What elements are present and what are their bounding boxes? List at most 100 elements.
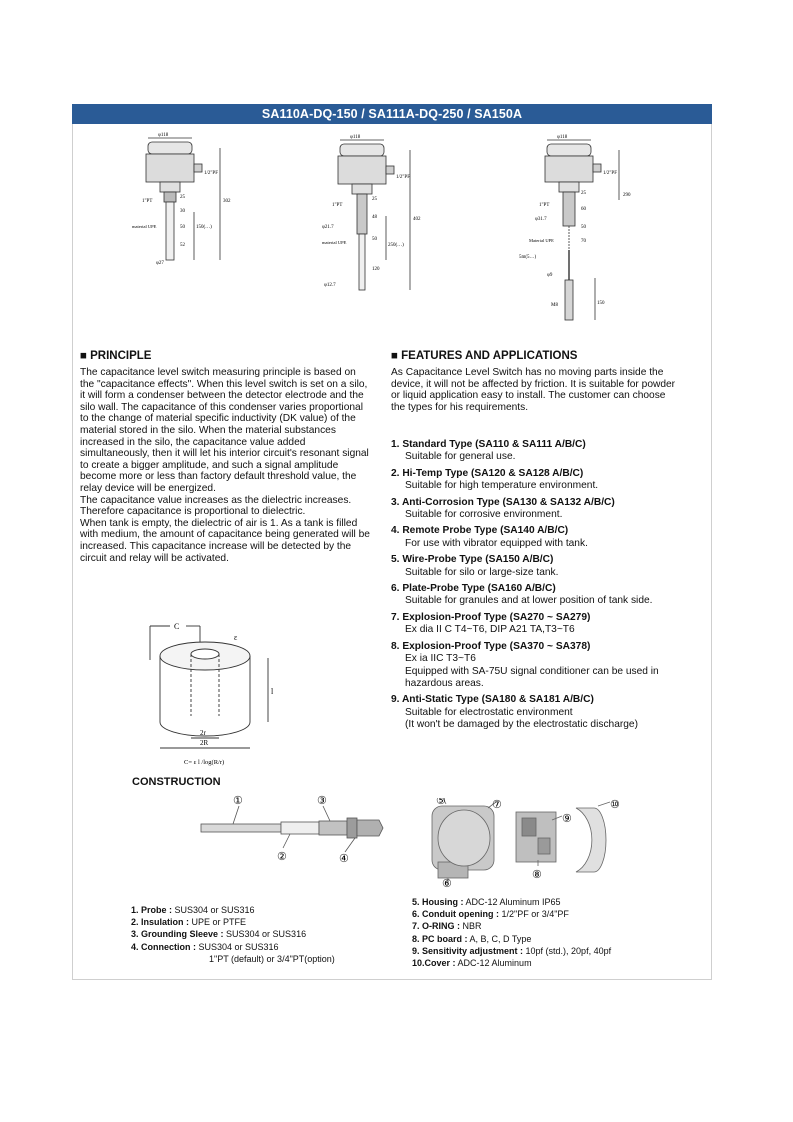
feature-item: 7. Explosion-Proof Type (SA270 ~ SA279)E… (391, 612, 691, 637)
dim-c4: 52 (180, 243, 186, 248)
dim-pt: 1"PT (142, 199, 152, 204)
principle-heading: ■ PRINCIPLE (80, 350, 152, 362)
dim-total: 302 (223, 199, 231, 204)
dimension-drawing-sa111: φ118 1/2"PF 1"PT 25 48 φ21.7 50 250(…) m… (322, 135, 421, 291)
part-value: 10pf (std.), 20pf, 40pf (523, 945, 612, 956)
dim-material: material UPE (132, 224, 157, 229)
feature-desc: Suitable for high temperature environmen… (405, 480, 599, 492)
dim-pf: 1/2"PF (603, 171, 617, 176)
dim-c2: 30 (180, 209, 186, 214)
part-value: NBR (460, 921, 482, 932)
dim-pf: 1/2"PF (396, 175, 410, 180)
part-label: 3. Grounding Sleeve : (131, 929, 224, 940)
part-label: 7. O-RING : (412, 921, 461, 932)
feature-item: 4. Remote Probe Type (SA140 A/B/C)For us… (391, 525, 691, 550)
cyl-c-label: C (174, 622, 179, 631)
housing-exploded-drawing: ⑤ ⑦ ⑨ ⑧ ⑥ ⑩ (431, 798, 620, 888)
part-value: SUS304 or SUS316 (223, 929, 307, 940)
principle-text: The capacitance level switch measuring p… (80, 367, 370, 564)
part-label: 2. Insulation : (131, 917, 190, 928)
callout-9: ⑨ (562, 813, 572, 825)
cyl-epsilon-label: ε (234, 633, 238, 642)
feature-item: 9. Anti-Static Type (SA180 & SA181 A/B/C… (391, 694, 691, 731)
feature-title: 7. Explosion-Proof Type (SA270 ~ SA279) (391, 611, 591, 623)
part-value: 1/2"PF or 3/4"PF (499, 909, 569, 920)
feature-item: 3. Anti-Corrosion Type (SA130 & SA132 A/… (391, 497, 691, 522)
datasheet-frame (72, 104, 712, 980)
page-banner-title: SA110A-DQ-150 / SA111A-DQ-250 / SA150A (72, 104, 712, 124)
capacitance-cylinder-diagram: C ε l 2r 2R C= ε l /log(R/r) (149, 622, 274, 766)
dim-c2: 48 (372, 215, 378, 220)
dimension-drawing-sa110: φ118 1/2"PF 1"PT 25 30 50 150(…) 52 302 … (132, 133, 231, 266)
dim-d21: φ21.7 (322, 225, 334, 230)
dim-tip: φ27 (156, 261, 164, 266)
callout-6: ⑥ (442, 878, 452, 888)
part-value: SUS304 or SUS316 (172, 905, 255, 915)
construction-parts-right: 5. Housing : ADC-12 Aluminum IP65 6. Con… (412, 896, 692, 969)
feature-desc: Suitable for general use. (405, 451, 516, 463)
feature-title: 2. Hi-Temp Type (SA120 & SA128 A/B/C) (391, 467, 584, 479)
callout-2: ② (277, 851, 287, 863)
dim-material: material UPE (322, 240, 347, 245)
dim-m8: M8 (551, 303, 558, 308)
feature-title: 4. Remote Probe Type (SA140 A/B/C) (391, 525, 569, 537)
feature-desc: Suitable for electrostatic environment (… (405, 706, 638, 731)
callout-4: ④ (339, 853, 349, 865)
callout-1: ① (233, 795, 243, 807)
part-item: 1. Probe : SUS304 or SUS316 (131, 904, 381, 916)
callout-7: ⑦ (492, 799, 502, 811)
feature-title: 6. Plate-Probe Type (SA160 A/B/C) (391, 583, 556, 595)
dim-length: 250(…) (388, 243, 404, 248)
part-label: 6. Conduit opening : (412, 909, 499, 920)
dim-tip: φ12.7 (324, 283, 336, 288)
dimension-drawing-sa150: φ118 1/2"PF 290 1"PT 25 60 φ31.7 50 Mate… (519, 135, 631, 321)
part-value: ADC-12 Aluminum IP65 (463, 897, 561, 907)
dim-total: 290 (623, 193, 631, 198)
dim-pf: 1/2"PF (204, 171, 218, 176)
dim-c3: 50 (372, 237, 378, 242)
feature-title: 1. Standard Type (SA110 & SA111 A/B/C) (391, 439, 586, 450)
dim-pt: 1"PT (539, 203, 549, 208)
dim-c1: 25 (581, 191, 587, 196)
dim-material: Material UPE (529, 238, 554, 243)
part-extra: 1"PT (default) or 3/4"PT(option) (209, 953, 335, 964)
feature-desc: Suitable for corrosive environment. (405, 509, 563, 521)
callout-5: ⑤ (436, 798, 446, 807)
feature-title: 3. Anti-Corrosion Type (SA130 & SA132 A/… (391, 496, 615, 508)
feature-desc: For use with vibrator equipped with tank… (405, 537, 588, 549)
part-item: 3. Grounding Sleeve : SUS304 or SUS316 (131, 928, 381, 940)
feature-item: 1. Standard Type (SA110 & SA111 A/B/C)Su… (391, 439, 691, 464)
callout-3: ③ (317, 795, 327, 807)
part-label: 4. Connection : (131, 941, 196, 952)
cyl-formula: C= ε l /log(R/r) (184, 759, 224, 766)
feature-desc: Suitable for silo or large-size tank. (405, 566, 559, 578)
dim-length: 150(…) (196, 225, 212, 230)
probe-assembly-drawing: ① ② ③ ④ (200, 795, 384, 865)
feature-title: 8. Explosion-Proof Type (SA370 ~ SA378) (391, 640, 591, 652)
feature-desc: Ex dia II C T4~T6, DIP A21 TA,T3~T6 (405, 624, 575, 636)
part-item: 9. Sensitivity adjustment : 10pf (std.),… (412, 945, 692, 957)
feature-list: 1. Standard Type (SA110 & SA111 A/B/C)Su… (391, 439, 691, 732)
dim-c2: 60 (581, 207, 587, 212)
dim-wire: 5m(5…) (519, 255, 537, 260)
feature-item: 5. Wire-Probe Type (SA150 A/B/C)Suitable… (391, 554, 691, 579)
dim-d31: φ31.7 (535, 217, 547, 222)
feature-title: 9. Anti-Static Type (SA180 & SA181 A/B/C… (391, 694, 594, 706)
callout-8: ⑧ (532, 869, 542, 881)
feature-desc: Suitable for granules and at lower posit… (405, 595, 653, 607)
part-label: 5. Housing : (412, 897, 464, 907)
part-value: SUS304 or SUS316 (196, 941, 279, 952)
part-item: 7. O-RING : NBR (412, 920, 692, 932)
feature-item: 6. Plate-Probe Type (SA160 A/B/C)Suitabl… (391, 583, 691, 608)
dim-d9: φ9 (547, 273, 553, 278)
part-label: 1. Probe : (131, 905, 173, 915)
part-item: 2. Insulation : UPE or PTFE (131, 916, 381, 928)
part-value: UPE or PTFE (189, 917, 247, 928)
feature-desc: Ex ia IIC T3~T6 Equipped with SA-75U sig… (405, 653, 659, 689)
dim-c4: 120 (372, 267, 380, 272)
feature-item: 2. Hi-Temp Type (SA120 & SA128 A/B/C)Sui… (391, 468, 691, 493)
features-heading: ■ FEATURES AND APPLICATIONS (391, 350, 578, 362)
dim-c3: 50 (581, 225, 587, 230)
dim-c1: 25 (372, 197, 378, 202)
feature-title: 5. Wire-Probe Type (SA150 A/B/C) (391, 554, 554, 566)
